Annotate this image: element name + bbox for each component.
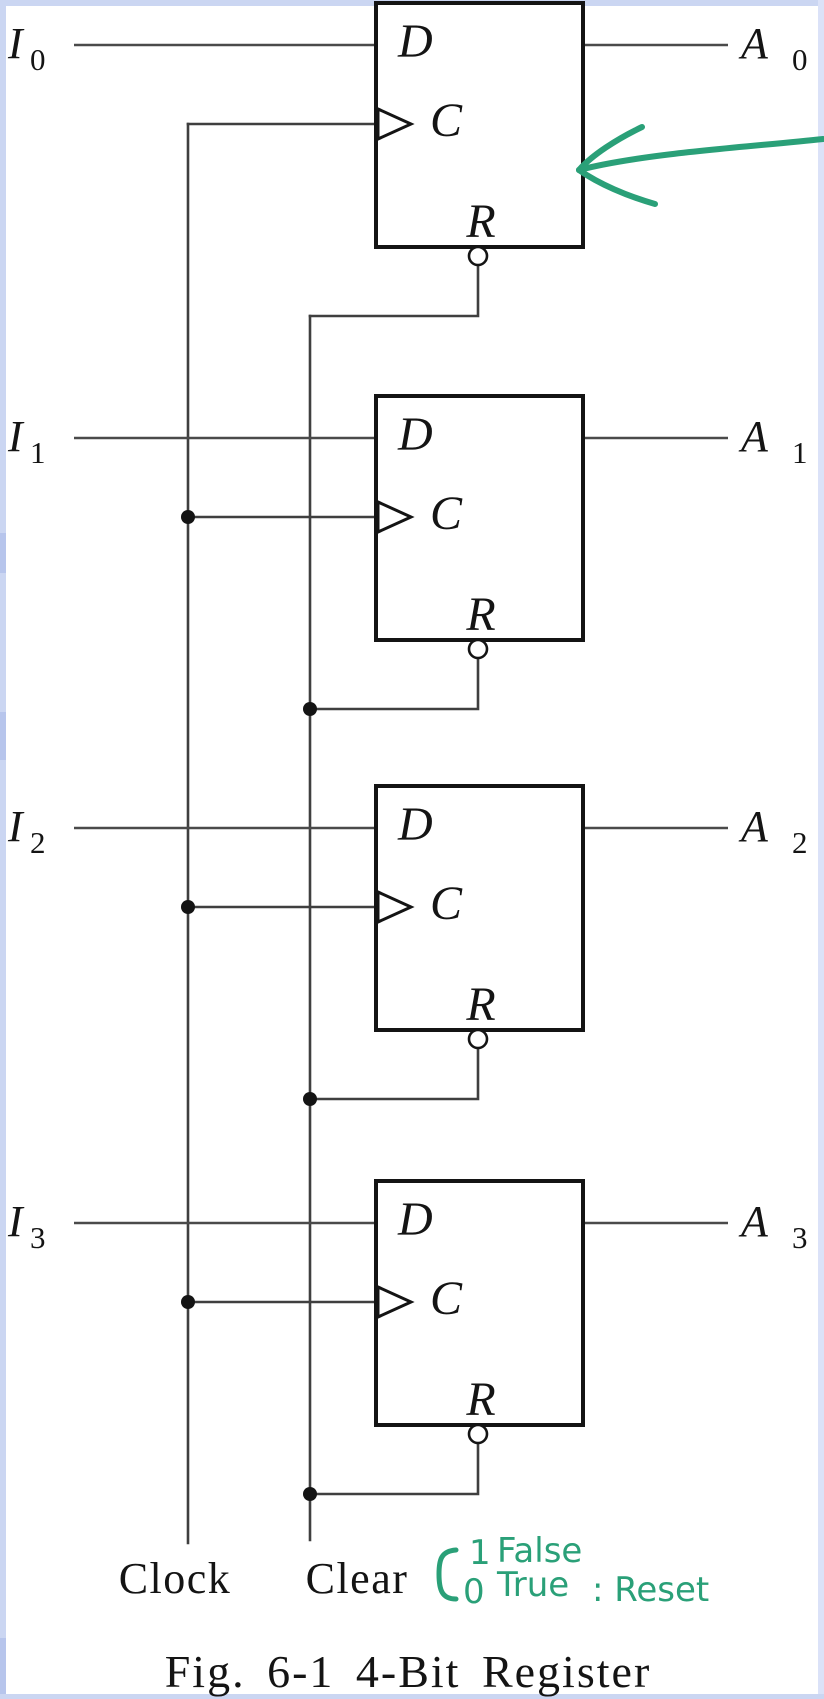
clear-junction-dot: [303, 1487, 317, 1501]
flip-flop-3: D C R I 3 A 3: [7, 1179, 808, 1496]
clock-edge-triangle-icon: [376, 1284, 415, 1320]
d-pin-label: D: [397, 15, 433, 68]
flip-flop-1: D C R I 1 A 1: [7, 394, 808, 711]
output-subscript: 2: [792, 825, 808, 860]
input-label: I: [7, 802, 25, 851]
annotation-line2-value: 0: [463, 1572, 485, 1612]
r-pin-label: R: [465, 1373, 495, 1426]
left-border-tick: [0, 1638, 6, 1694]
active-low-bubble-icon: [467, 1423, 489, 1445]
annotation-line1-word: False: [497, 1531, 582, 1571]
reset-wire: [308, 263, 480, 318]
annotation-line2-word: True: [496, 1565, 569, 1605]
annotation-bracket-icon: [436, 1547, 459, 1602]
c-pin-label: C: [430, 94, 463, 147]
d-pin-label: D: [397, 408, 433, 461]
left-border-tick: [0, 533, 6, 573]
active-low-bubble-icon: [467, 1028, 489, 1050]
output-label: A: [738, 802, 769, 851]
output-subscript: 3: [792, 1220, 808, 1255]
clock-edge-triangle-icon: [376, 106, 415, 142]
input-subscript: 2: [30, 825, 46, 860]
r-pin-label: R: [465, 588, 495, 641]
reset-wire: [308, 656, 480, 711]
flip-flop-0: D C R I 0 A 0: [7, 1, 808, 318]
output-label: A: [738, 412, 769, 461]
annotation-arrow-icon: [576, 124, 824, 207]
clear-junction-dot: [303, 702, 317, 716]
output-subscript: 0: [792, 42, 808, 77]
clock-junction-dot: [181, 900, 195, 914]
clock-label: Clock: [119, 1554, 232, 1603]
page-border-bottom: [0, 1694, 824, 1699]
d-pin-label: D: [397, 798, 433, 851]
annotation-note: 1 False 0 True : Reset: [436, 1531, 709, 1612]
figure-caption: Fig. 6-1 4-Bit Register: [165, 1646, 652, 1697]
clear-junction-dot: [303, 1092, 317, 1106]
output-subscript: 1: [792, 435, 808, 470]
reset-wire: [308, 1046, 480, 1101]
input-subscript: 3: [30, 1220, 46, 1255]
reset-wire: [308, 1441, 480, 1496]
flip-flop-2: D C R I 2 A 2: [7, 784, 808, 1101]
input-subscript: 0: [30, 42, 46, 77]
output-label: A: [738, 19, 769, 68]
input-label: I: [7, 412, 25, 461]
c-pin-label: C: [430, 1272, 463, 1325]
input-label: I: [7, 1197, 25, 1246]
input-subscript: 1: [30, 435, 46, 470]
annotation-line1-value: 1: [469, 1533, 491, 1573]
r-pin-label: R: [465, 195, 495, 248]
output-label: A: [738, 1197, 769, 1246]
d-pin-label: D: [397, 1193, 433, 1246]
clock-junction-dot: [181, 510, 195, 524]
r-pin-label: R: [465, 978, 495, 1031]
c-pin-label: C: [430, 487, 463, 540]
left-border-tick: [0, 712, 6, 760]
page-border-left: [0, 0, 6, 1699]
active-low-bubble-icon: [467, 245, 489, 267]
clock-edge-triangle-icon: [376, 499, 415, 535]
page-border-right: [818, 0, 824, 1699]
c-pin-label: C: [430, 877, 463, 930]
clear-label: Clear: [306, 1554, 409, 1603]
annotation-line2-rest: : Reset: [592, 1570, 709, 1610]
clock-edge-triangle-icon: [376, 889, 415, 925]
input-label: I: [7, 19, 25, 68]
clock-junction-dot: [181, 1295, 195, 1309]
active-low-bubble-icon: [467, 638, 489, 660]
